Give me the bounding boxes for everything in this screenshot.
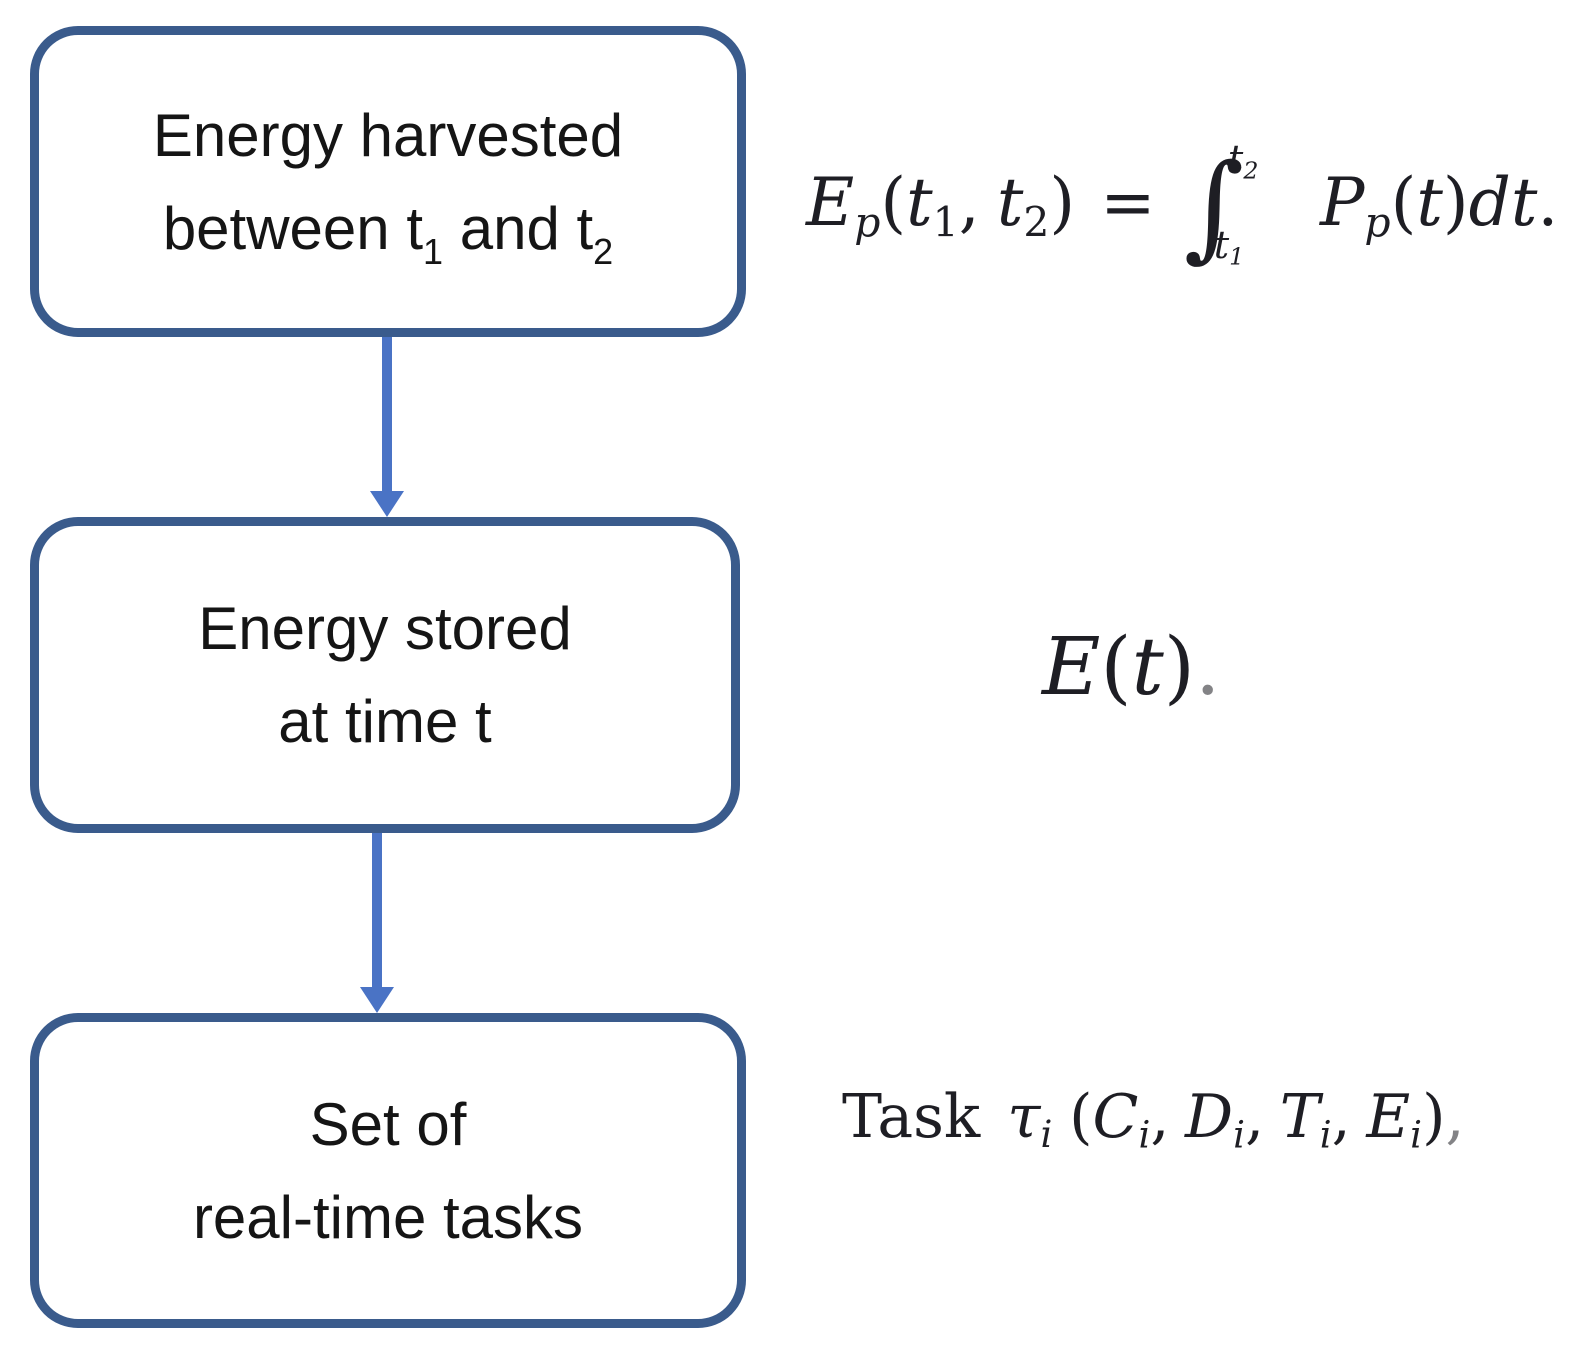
math-token: t xyxy=(1131,620,1164,713)
box-label-line2: between t1 and t2 xyxy=(153,182,623,275)
math-token: τ xyxy=(1007,1082,1041,1152)
math-token: ) xyxy=(1422,1082,1446,1152)
math-token: E xyxy=(1042,620,1101,713)
math-token: ) xyxy=(1442,163,1469,241)
math-token: 2 xyxy=(1243,156,1259,185)
integral-upper-bound: t2 xyxy=(1227,136,1259,185)
math-token: 1 xyxy=(932,198,959,247)
arrow-line xyxy=(382,337,392,497)
flow-box-energy-stored: Energy stored at time t xyxy=(30,517,740,833)
box-label-line1: Set of xyxy=(309,1090,467,1158)
arrow-line xyxy=(372,833,382,993)
flow-box-real-time-tasks: Set of real-time tasks xyxy=(30,1013,746,1328)
integral-lower-bound: t1 xyxy=(1213,222,1245,271)
box-label-real-time-tasks: Set of real-time tasks xyxy=(193,1078,583,1264)
math-token: p xyxy=(1364,198,1391,247)
math-token: ) xyxy=(1163,620,1195,713)
math-token: ( xyxy=(1100,620,1132,713)
math-token: , xyxy=(1245,1082,1265,1152)
math-token: Task xyxy=(842,1082,981,1152)
math-token: t xyxy=(1416,163,1443,241)
math-token: p xyxy=(854,198,881,247)
math-token: 1 xyxy=(423,230,444,272)
math-token: D xyxy=(1185,1082,1234,1152)
math-token: P xyxy=(1319,163,1365,241)
flow-arrow-2 xyxy=(357,833,397,1013)
box-label-line2: at time t xyxy=(278,688,492,755)
box-label-line1: Energy harvested xyxy=(152,101,624,169)
math-token: and t xyxy=(443,194,594,262)
math-token: . xyxy=(1537,163,1559,241)
math-token: i xyxy=(1040,1112,1053,1157)
math-token: between t xyxy=(162,194,423,262)
math-token: dt xyxy=(1468,163,1538,241)
arrow-head-icon xyxy=(360,987,394,1013)
box-label-line1: Energy stored xyxy=(198,595,572,662)
math-token: i xyxy=(1410,1112,1423,1157)
math-token: , xyxy=(1331,1082,1351,1152)
math-token: 1 xyxy=(1229,242,1245,271)
math-token: , xyxy=(1150,1082,1170,1152)
math-token: , xyxy=(1445,1082,1465,1152)
math-token: E xyxy=(806,163,855,241)
math-token: E xyxy=(1366,1082,1411,1152)
math-token: t xyxy=(906,163,933,241)
math-token: t xyxy=(996,163,1024,241)
box-label-energy-harvested: Energy harvested between t1 and t2 xyxy=(153,89,623,275)
formula-energy-stored: E(t). xyxy=(1042,620,1220,713)
math-token: , xyxy=(958,163,980,241)
math-token: ) xyxy=(1049,163,1076,241)
flow-arrow-1 xyxy=(367,337,407,517)
math-token: 2 xyxy=(1023,198,1050,247)
flow-box-energy-harvested: Energy harvested between t1 and t2 xyxy=(30,26,746,337)
box-label-energy-stored: Energy stored at time t xyxy=(198,582,572,768)
integral-icon: ∫ xyxy=(1183,140,1245,274)
math-token: 2 xyxy=(593,230,614,272)
equals-sign: = xyxy=(1100,163,1156,241)
math-token: T xyxy=(1279,1082,1320,1152)
math-token: t xyxy=(1227,136,1244,182)
math-token: ( xyxy=(880,163,907,241)
math-token: . xyxy=(1195,620,1221,713)
math-token: ( xyxy=(1069,1082,1093,1152)
arrow-head-icon xyxy=(370,491,404,517)
math-token: C xyxy=(1092,1082,1139,1152)
math-token: i xyxy=(1319,1112,1332,1157)
box-label-line2: real-time tasks xyxy=(192,1183,584,1251)
math-token: ( xyxy=(1390,163,1417,241)
math-token: i xyxy=(1138,1112,1151,1157)
math-token: i xyxy=(1233,1112,1246,1157)
math-token: t xyxy=(1213,222,1230,268)
